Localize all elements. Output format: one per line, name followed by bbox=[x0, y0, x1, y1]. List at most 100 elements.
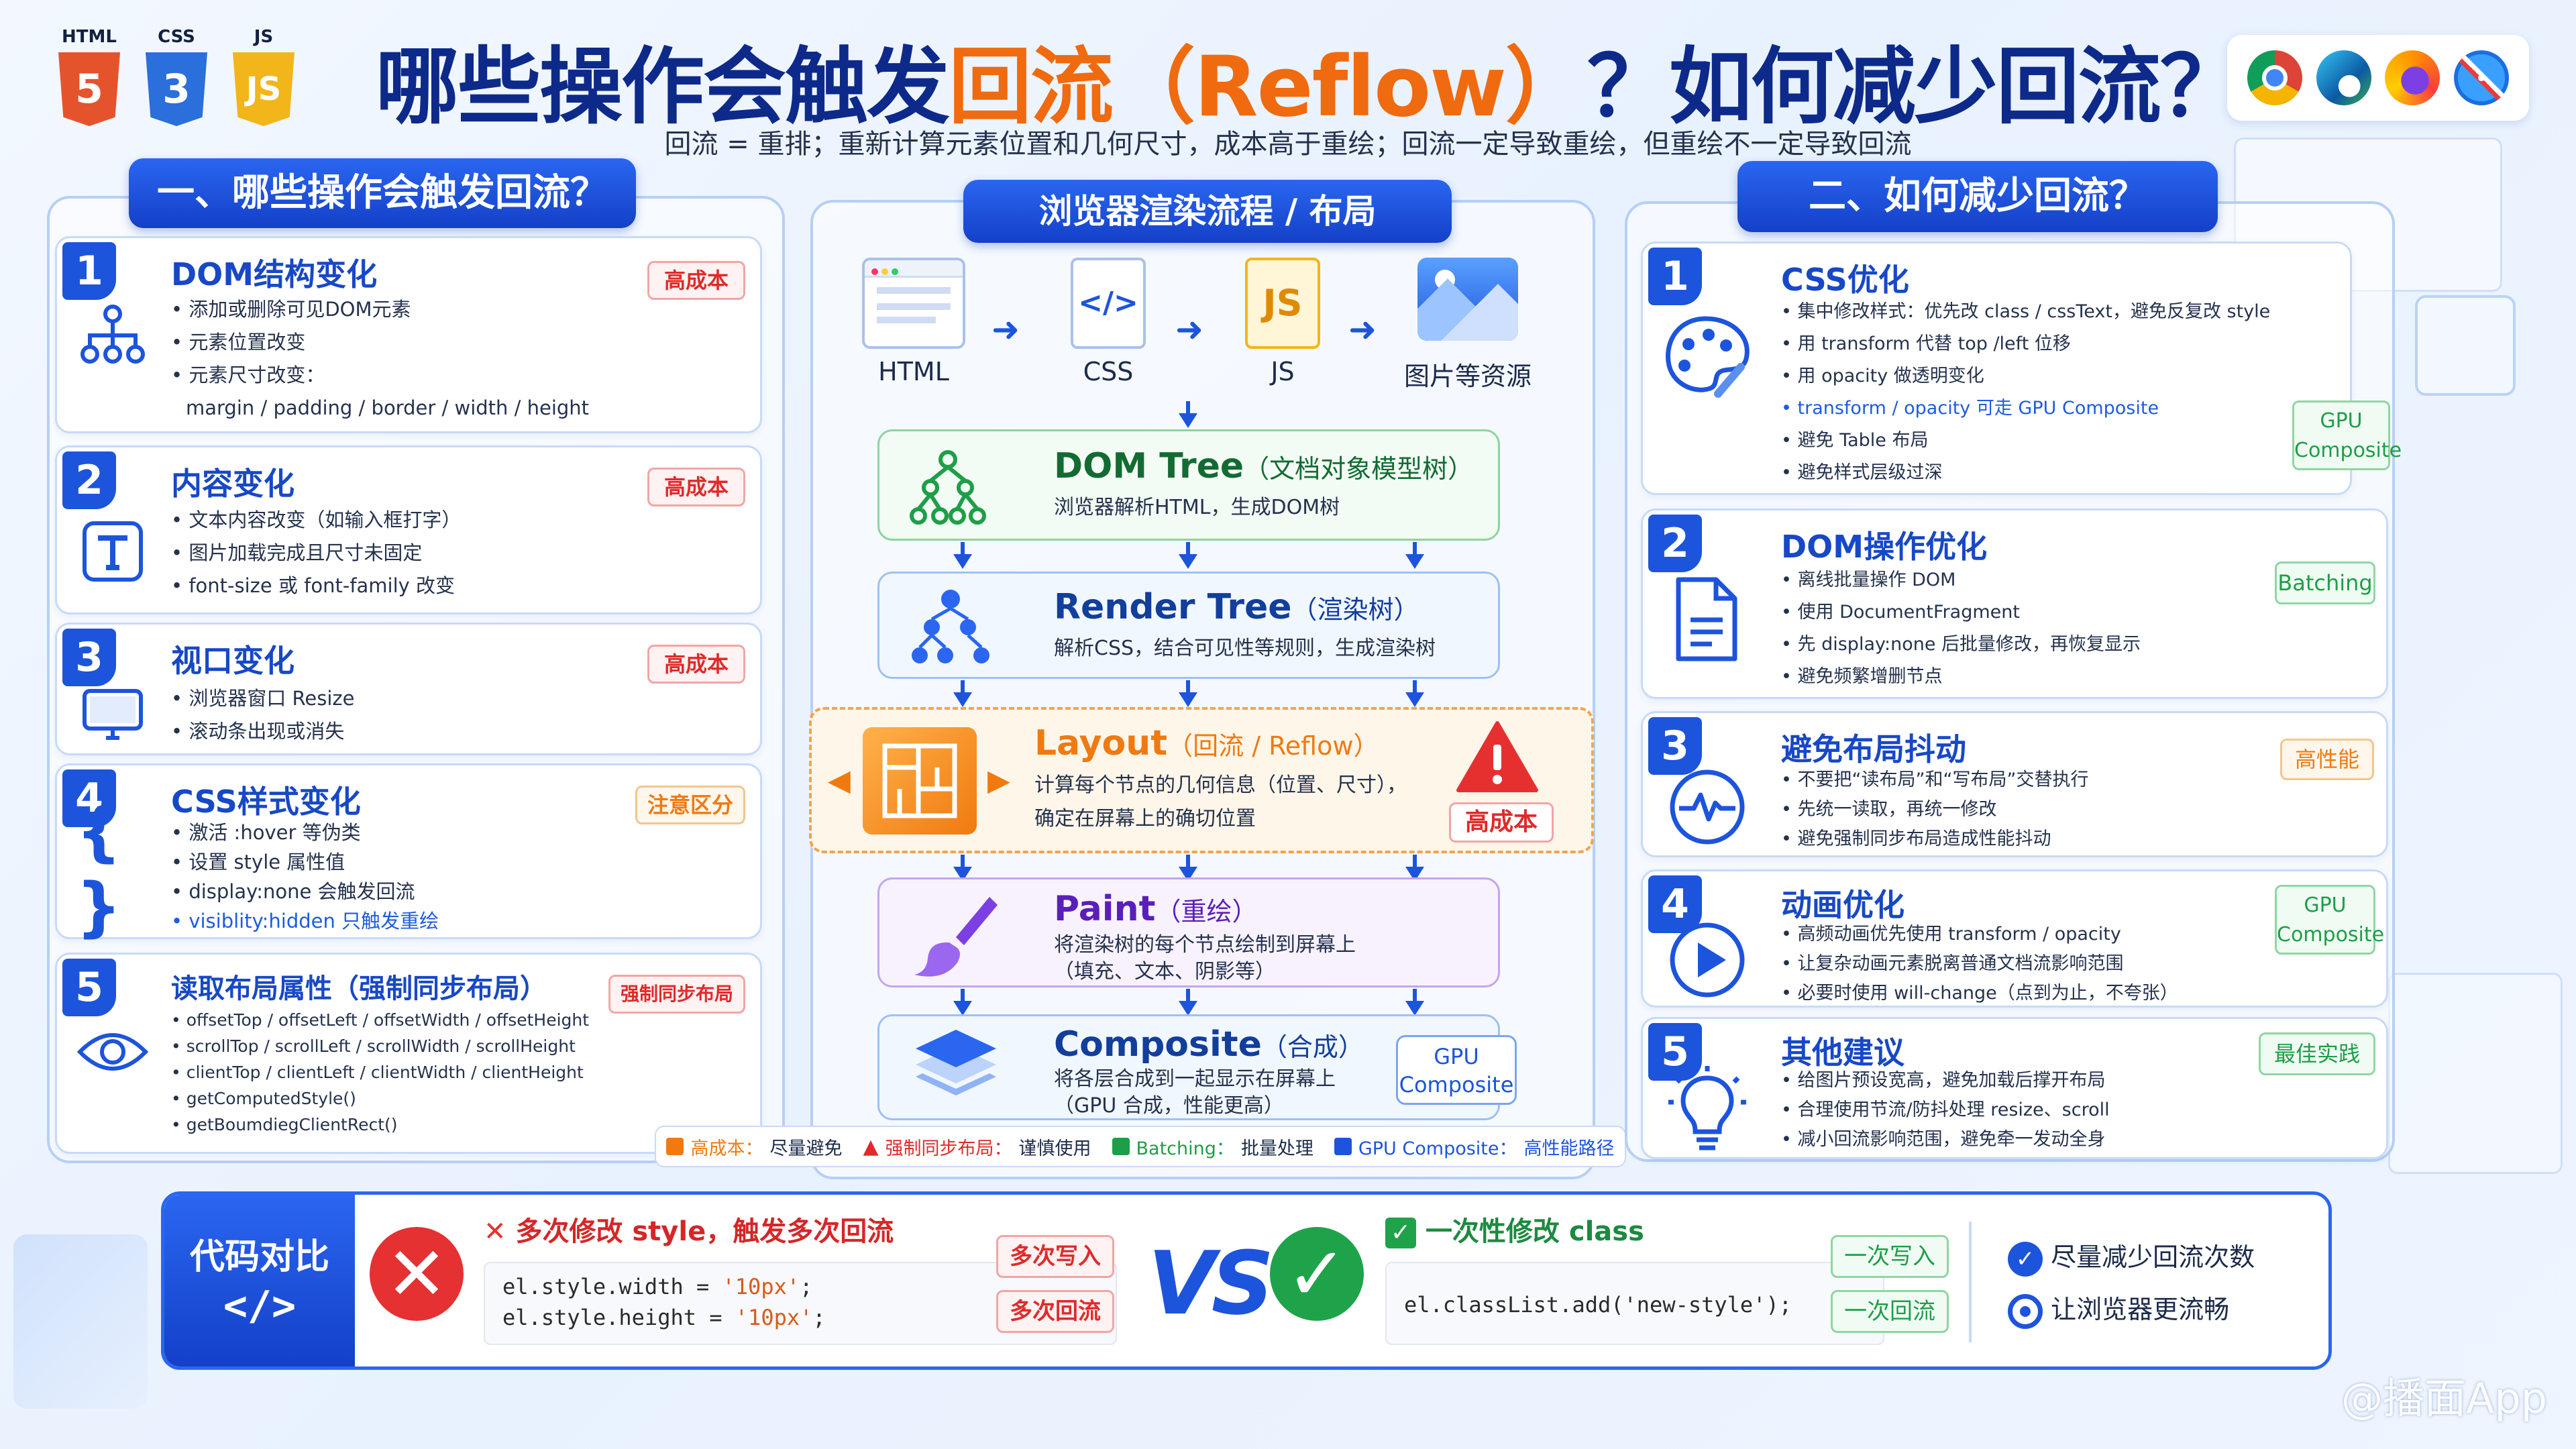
monitor-icon bbox=[76, 678, 150, 752]
lightbulb-icon bbox=[1667, 1065, 1748, 1152]
step-desc: 将各层合成到一起显示在屏幕上 （GPU 合成，性能更高） bbox=[1054, 1067, 1336, 1118]
item-number: 2 bbox=[62, 451, 116, 509]
arrow-right-icon: ➜ bbox=[991, 310, 1020, 349]
js-icon: JS bbox=[233, 52, 294, 126]
flow-connector bbox=[961, 989, 965, 1004]
card-title: DOM操作优化 bbox=[1781, 529, 1988, 565]
x-mark-icon: ✕ bbox=[484, 1216, 516, 1247]
high-performance-badge: 高性能 bbox=[2280, 739, 2374, 780]
brush-icon bbox=[909, 889, 1003, 983]
card-bullets: 离线批量操作 DOM 使用 DocumentFragment 先 display… bbox=[1781, 564, 2141, 693]
braces-icon: { } bbox=[76, 794, 122, 945]
css3-logo: CSS 3 bbox=[140, 27, 213, 141]
legend-item-high-cost: 高成本：尽量避免 bbox=[666, 1134, 842, 1160]
single-reflow-tag: 一次回流 bbox=[1831, 1290, 1949, 1333]
card-bullets: 给图片预设宽高，避免加载后撑开布局 合理使用节流/防抖处理 resize、scr… bbox=[1781, 1066, 2110, 1155]
arrow-down-icon bbox=[953, 1001, 972, 1016]
multiple-reflows-tag: 多次回流 bbox=[996, 1290, 1114, 1333]
layout-icon bbox=[863, 727, 977, 835]
divider bbox=[1969, 1222, 1972, 1342]
css-file-icon: </> bbox=[1071, 258, 1146, 349]
code-icon: </> bbox=[223, 1283, 297, 1330]
item-number: 5 bbox=[1648, 1023, 1702, 1081]
high-cost-badge: 高成本 bbox=[647, 468, 745, 506]
arrow-down-icon bbox=[1179, 413, 1197, 428]
chrome-icon bbox=[2247, 50, 2303, 105]
warning-icon: ▲ bbox=[863, 1134, 879, 1159]
high-cost-badge: 高成本 bbox=[647, 645, 745, 684]
flow-step-render-tree: Render Tree（渲染树） 解析CSS，结合可见性等规则，生成渲染树 bbox=[877, 572, 1500, 679]
item-number: 3 bbox=[62, 629, 116, 686]
summary-item: ✓ 尽量减少回流次数 bbox=[2008, 1236, 2255, 1277]
high-cost-badge: 高成本 bbox=[647, 261, 745, 300]
warning-icon bbox=[1456, 720, 1539, 794]
decorative-chart-window bbox=[2388, 973, 2563, 1174]
html5-logo: HTML 5 bbox=[52, 27, 126, 141]
reduce-card-css: 1 CSS优化 集中修改样式：优先改 class / cssText，避免反复改… bbox=[1641, 241, 2402, 495]
decorative-cubes bbox=[13, 1234, 148, 1409]
card-bullets: 高频动画优先使用 transform / opacity 让复杂动画元素脱离普通… bbox=[1781, 920, 2178, 1008]
source-images: 图片等资源 bbox=[1394, 258, 1542, 392]
card-title: 读取布局属性（强制同步布局） bbox=[171, 973, 547, 1004]
card-bullets: 集中修改样式：优先改 class / cssText，避免反复改 style 用… bbox=[1781, 296, 2271, 489]
js-logo: JS JS bbox=[227, 27, 301, 141]
card-bullets: offsetTop / offsetLeft / offsetWidth / o… bbox=[171, 1007, 589, 1138]
trigger-card-layout-read: 5 读取布局属性（强制同步布局） 强制同步布局 offsetTop / offs… bbox=[55, 953, 762, 1154]
flow-step-composite: Composite（合成） 将各层合成到一起显示在屏幕上 （GPU 合成，性能更… bbox=[877, 1014, 1517, 1120]
tree-icon bbox=[908, 447, 988, 528]
reduce-card-animation: 4 动画优化 高频动画优先使用 transform / opacity 让复杂动… bbox=[1641, 869, 2388, 1008]
card-title: CSS优化 bbox=[1781, 262, 1909, 298]
pulse-icon bbox=[1667, 767, 1748, 847]
flow-step-dom-tree: DOM Tree（文档对象模型树） 浏览器解析HTML，生成DOM树 bbox=[877, 429, 1500, 541]
flow-connector bbox=[1413, 855, 1417, 869]
arrow-down-icon bbox=[1405, 692, 1424, 707]
edge-icon bbox=[2316, 50, 2371, 105]
arrow-down-icon bbox=[1179, 692, 1197, 707]
step-desc: 计算每个节点的几何信息（位置、尺寸）， 确定在屏幕上的确切位置 bbox=[1034, 773, 1407, 830]
eye-icon bbox=[76, 1015, 150, 1089]
legend-item-gpu: GPU Composite：高性能路径 bbox=[1334, 1134, 1615, 1160]
title-highlight: 回流（Reflow） bbox=[949, 39, 1589, 136]
vs-label: VS bbox=[1148, 1232, 1274, 1334]
flow-connector bbox=[1186, 989, 1190, 1004]
flow-connector bbox=[961, 542, 965, 557]
item-number: 4 bbox=[1648, 875, 1702, 933]
card-title: 避免布局抖动 bbox=[1781, 731, 1966, 767]
source-js: JS JS bbox=[1236, 258, 1330, 392]
trigger-card-dom: 1 DOM结构变化 高成本 添加或删除可见DOM元素 元素位置改变 元素尺寸改变… bbox=[55, 236, 762, 433]
render-tree-icon bbox=[908, 586, 995, 669]
card-title: 内容变化 bbox=[171, 466, 294, 502]
center-panel-title: 浏览器渲染流程 / 布局 bbox=[963, 180, 1452, 243]
card-bullets: 文本内容改变（如输入框打字） 图片加载完成且尺寸未固定 font-size 或 … bbox=[171, 504, 461, 602]
arrow-down-icon bbox=[1405, 1001, 1424, 1016]
source-html: HTML bbox=[860, 258, 967, 392]
layers-icon bbox=[909, 1026, 1003, 1113]
hierarchy-icon bbox=[76, 299, 150, 372]
card-title: 动画优化 bbox=[1781, 887, 1904, 923]
forced-sync-badge: 强制同步布局 bbox=[608, 975, 745, 1014]
flow-step-layout: ◀ ▶ Layout（回流 / Reflow） 计算每个节点的几何信息（位置、尺… bbox=[809, 707, 1594, 853]
flow-step-paint: Paint（重绘） 将渲染树的每个节点绘制到屏幕上 （填充、文本、阴影等） bbox=[877, 877, 1500, 987]
gpu-composite-badge: GPU Composite bbox=[1396, 1035, 1517, 1105]
card-bullets: 添加或删除可见DOM元素 元素位置改变 元素尺寸改变： margin / pad… bbox=[171, 293, 589, 425]
left-panel-title: 一、哪些操作会触发回流？ bbox=[129, 158, 636, 228]
right-panel-title: 二、如何减少回流？ bbox=[1737, 161, 2218, 232]
browser-logos bbox=[2227, 35, 2529, 121]
arrow-right-icon: ➜ bbox=[1348, 310, 1377, 349]
flow-connector bbox=[1413, 989, 1417, 1004]
check-circle-icon: ✓ bbox=[2008, 1241, 2043, 1277]
text-icon bbox=[76, 515, 150, 588]
multiple-writes-tag: 多次写入 bbox=[996, 1235, 1114, 1278]
trigger-card-css: 4 { } CSS样式变化 注意区分 激活 :hover 等伪类 设置 styl… bbox=[55, 763, 762, 945]
arrow-right-icon: ▶ bbox=[987, 763, 1010, 798]
best-practice-badge: 最佳实践 bbox=[2259, 1032, 2375, 1075]
good-code-block: el.classList.add('new-style'); bbox=[1385, 1262, 1884, 1345]
arrow-down-icon bbox=[953, 692, 972, 707]
html-file-icon bbox=[862, 258, 965, 349]
reduce-card-other: 5 其他建议 给图片预设宽高，避免加载后撑开布局 合理使用节流/防抖处理 res… bbox=[1641, 1017, 2388, 1159]
batching-badge: Batching bbox=[2275, 561, 2375, 604]
palette-icon bbox=[1659, 311, 1753, 405]
good-title: ✓ 一次性修改 class bbox=[1385, 1210, 1644, 1248]
legend-item-forced-sync: ▲强制同步布局：谨慎使用 bbox=[863, 1134, 1091, 1159]
code-compare-label: 代码对比 </> bbox=[164, 1195, 355, 1366]
